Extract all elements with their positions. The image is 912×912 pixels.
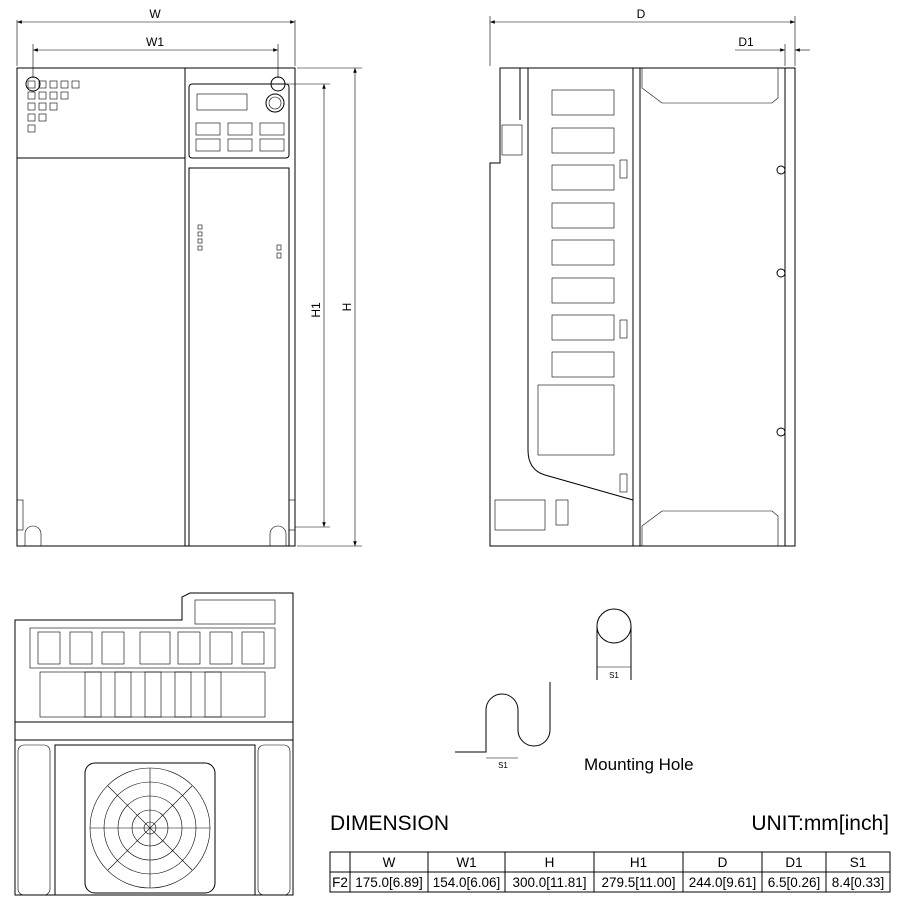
header-cell: W1 — [456, 855, 476, 870]
bottom-view — [14, 592, 294, 896]
screw-icon — [776, 427, 786, 437]
vent-slots — [551, 89, 615, 378]
table-cell: 175.0[6.89] — [355, 875, 423, 890]
w1-label: W1 — [146, 35, 164, 49]
d1-label: D1 — [738, 35, 754, 49]
w-label: W — [149, 7, 161, 21]
header-cell: H — [545, 855, 555, 870]
fan-icon — [84, 762, 216, 894]
table-cell: 300.0[11.81] — [512, 875, 586, 890]
knob-icon — [265, 93, 285, 113]
h-label: H — [340, 303, 354, 312]
table-cell: 8.4[0.33] — [832, 875, 885, 890]
mounting-hole-detail: S1 S1 Mounting Hole — [455, 608, 694, 774]
keypad-panel — [188, 83, 290, 159]
d-label: D — [637, 7, 646, 21]
table-row: F2 175.0[6.89] 154.0[6.06] 300.0[11.81] … — [332, 875, 884, 890]
header-cell: D — [718, 855, 728, 870]
table-cell: F2 — [332, 875, 348, 890]
table-title: DIMENSION — [330, 812, 449, 835]
h1-label: H1 — [309, 302, 323, 318]
screw-icon — [776, 268, 786, 278]
screw-icon — [776, 165, 786, 175]
header-cell: D1 — [785, 855, 802, 870]
header-cell: W — [383, 855, 396, 870]
header-cell: S1 — [850, 855, 867, 870]
dimension-table: W W1 H H1 D D1 S1 F2 175.0[6.89] 154.0[6… — [329, 851, 891, 893]
table-cell: 244.0[9.61] — [689, 875, 757, 890]
mounting-hole-label: Mounting Hole — [584, 755, 694, 774]
table-header-row: W W1 H H1 D D1 S1 — [383, 855, 867, 870]
table-cell: 279.5[11.00] — [601, 875, 675, 890]
table-cell: 6.5[0.26] — [768, 875, 821, 890]
table-cell: 154.0[6.06] — [433, 875, 501, 890]
side-view: D D1 — [489, 7, 810, 547]
s1-label-bottom: S1 — [498, 761, 508, 770]
terminal-block — [29, 627, 276, 669]
s1-label-top: S1 — [609, 671, 619, 680]
header-cell: H1 — [630, 855, 647, 870]
front-view: W W1 H1 H — [16, 7, 362, 547]
unit-label: UNIT:mm[inch] — [751, 812, 889, 835]
